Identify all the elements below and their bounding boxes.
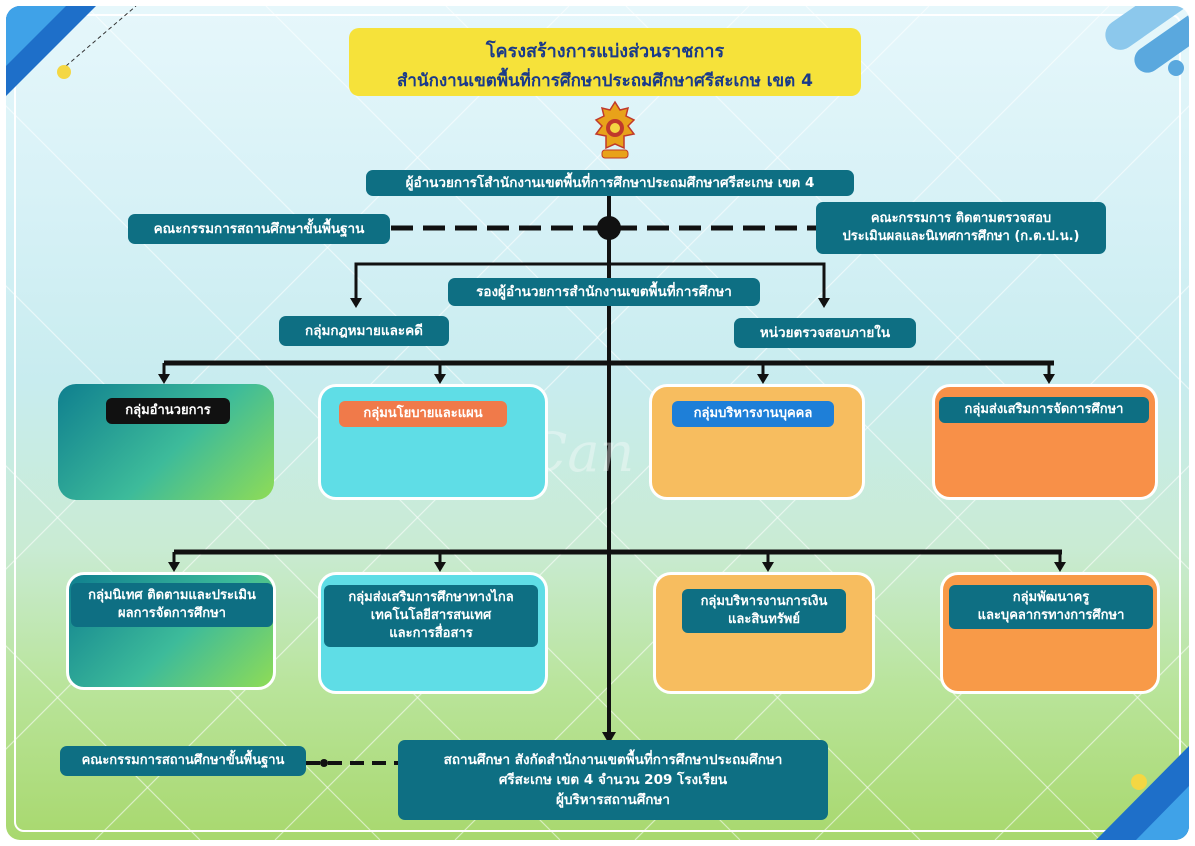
emblem-icon — [594, 100, 636, 159]
title-line2: สำนักงานเขตพื้นที่การศึกษาประถมศึกษาศรีส… — [397, 71, 813, 91]
card-personnel: กลุ่มบริหารงานบุคคล — [649, 384, 865, 500]
schools-line2: ศรีสะเกษ เขต 4 จำนวน 209 โรงเรียน — [498, 772, 728, 788]
card-policy-label: กลุ่มนโยบายและแผน — [339, 401, 507, 427]
corner-decoration-top-right — [1105, 6, 1189, 50]
director-label: ผู้อำนวยการโสำนักงานเขตพื้นที่การศึกษาปร… — [366, 170, 854, 196]
card-admin: กลุ่มอำนวยการ — [58, 384, 274, 500]
schools-line1: สถานศึกษา สังกัดสำนักงานเขตพื้นที่การศึก… — [443, 752, 783, 768]
card-finance: กลุ่มบริหารงานการเงิน และสินทรัพย์ — [653, 572, 875, 694]
card-policy: กลุ่มนโยบายและแผน — [318, 384, 548, 500]
card-teacher-development-line1: กลุ่มพัฒนาครู — [1012, 590, 1090, 605]
card-distance-ict-line2: เทคโนโลยีสารสนเทศ — [370, 608, 492, 623]
card-teacher-development: กลุ่มพัฒนาครู และบุคลากรทางการศึกษา — [940, 572, 1160, 694]
card-finance-label: กลุ่มบริหารงานการเงิน และสินทรัพย์ — [682, 589, 846, 633]
title-line1: โครงสร้างการแบ่งส่วนราชการ — [485, 41, 725, 62]
card-personnel-label: กลุ่มบริหารงานบุคคล — [672, 401, 834, 427]
schools-label: สถานศึกษา สังกัดสำนักงานเขตพื้นที่การศึก… — [398, 740, 828, 820]
card-supervision-line1: กลุ่มนิเทศ ติดตามและประเมิน — [88, 588, 256, 603]
card-supervision-line2: ผลการจัดการศึกษา — [118, 606, 226, 621]
committee-right-line1: คณะกรรมการ ติดตามตรวจสอบ — [870, 211, 1052, 226]
card-distance-ict-line3: และการสื่อสาร — [389, 626, 473, 641]
card-distance-ict: กลุ่มส่งเสริมการศึกษาทางไกล เทคโนโลยีสาร… — [318, 572, 548, 694]
card-teacher-development-line2: และบุคลากรทางการศึกษา — [977, 608, 1125, 623]
card-finance-line1: กลุ่มบริหารงานการเงิน — [700, 594, 828, 609]
card-supervision: กลุ่มนิเทศ ติดตามและประเมิน ผลการจัดการศ… — [66, 572, 276, 690]
card-supervision-label: กลุ่มนิเทศ ติดตามและประเมิน ผลการจัดการศ… — [71, 583, 273, 627]
deputy-label: รองผู้อำนวยการสำนักงานเขตพื้นที่การศึกษา — [448, 278, 760, 306]
card-education-promotion: กลุ่มส่งเสริมการจัดการศึกษา — [932, 384, 1158, 500]
title-box: โครงสร้างการแบ่งส่วนราชการ สำนักงานเขตพื… — [349, 28, 861, 96]
junction-dot — [597, 216, 621, 240]
legal-group-label: กลุ่มกฎหมายและคดี — [279, 316, 449, 346]
committee-right-line2: ประเมินผลและนิเทศการศึกษา (ก.ต.ป.น.) — [842, 229, 1080, 244]
card-distance-ict-label: กลุ่มส่งเสริมการศึกษาทางไกล เทคโนโลยีสาร… — [324, 585, 538, 647]
bottom-committee-label: คณะกรรมการสถานศึกษาขั้นพื้นฐาน — [60, 746, 306, 776]
audit-unit-label: หน่วยตรวจสอบภายใน — [734, 318, 916, 348]
card-admin-label: กลุ่มอำนวยการ — [106, 398, 230, 424]
dot-decoration — [57, 65, 71, 79]
diagram-frame: Can โครงสร้างการแบ่งส่วนราชการ สำนักงานเ… — [6, 6, 1189, 840]
schools-line3: ผู้บริหารสถานศึกษา — [556, 792, 670, 808]
frame-border — [14, 14, 1181, 832]
card-distance-ict-line1: กลุ่มส่งเสริมการศึกษาทางไกล — [348, 590, 514, 605]
card-education-promotion-label: กลุ่มส่งเสริมการจัดการศึกษา — [939, 397, 1149, 423]
card-finance-line2: และสินทรัพย์ — [728, 612, 800, 627]
committee-right-label: คณะกรรมการ ติดตามตรวจสอบ ประเมินผลและนิเ… — [816, 202, 1106, 254]
card-teacher-development-label: กลุ่มพัฒนาครู และบุคลากรทางการศึกษา — [949, 585, 1153, 629]
committee-left-label: คณะกรรมการสถานศึกษาขั้นพื้นฐาน — [128, 214, 390, 244]
